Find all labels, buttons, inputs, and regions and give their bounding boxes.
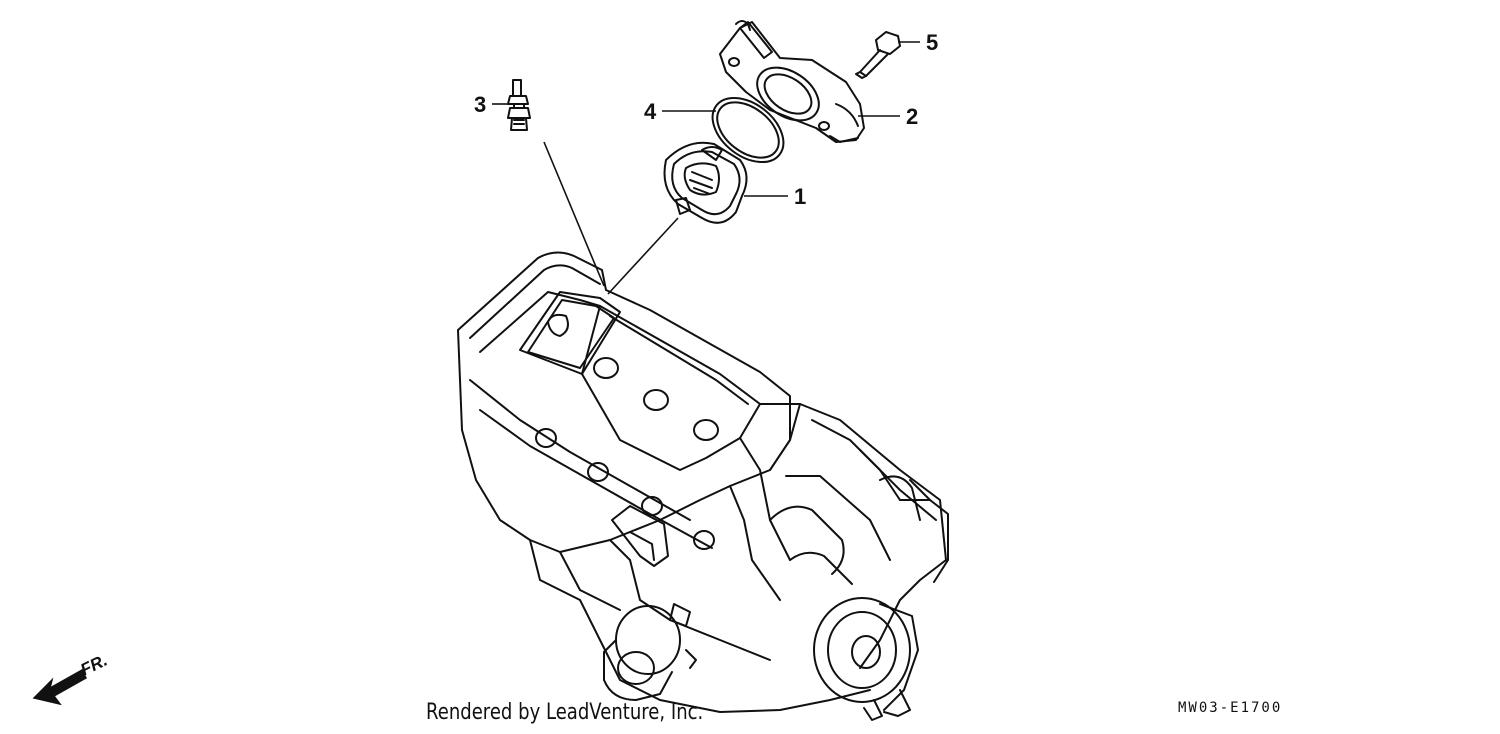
render-credit: Rendered by LeadVenture, Inc. [426,700,704,725]
callout-part-5[interactable]: 5 [926,30,938,55]
bolt-illustration [855,31,901,79]
callout-part-4[interactable]: 4 [644,99,657,124]
thermostat-cover-illustration [719,20,865,143]
callout-part-2[interactable]: 2 [906,104,918,129]
leader-lines [492,41,920,295]
callout-part-3[interactable]: 3 [474,92,486,117]
front-direction-indicator: FR. [32,651,110,706]
o-ring-illustration [711,96,785,164]
temperature-sensor-illustration [507,79,531,131]
front-arrow-icon [32,668,87,706]
callout-part-1[interactable]: 1 [794,184,806,209]
engine-block-illustration [457,251,949,721]
assembly-line-thermostat [607,217,679,295]
diagram-code: MW03-E1700 [1178,700,1283,716]
thermostat-illustration [663,141,748,224]
assembly-line-sensor [543,141,605,287]
